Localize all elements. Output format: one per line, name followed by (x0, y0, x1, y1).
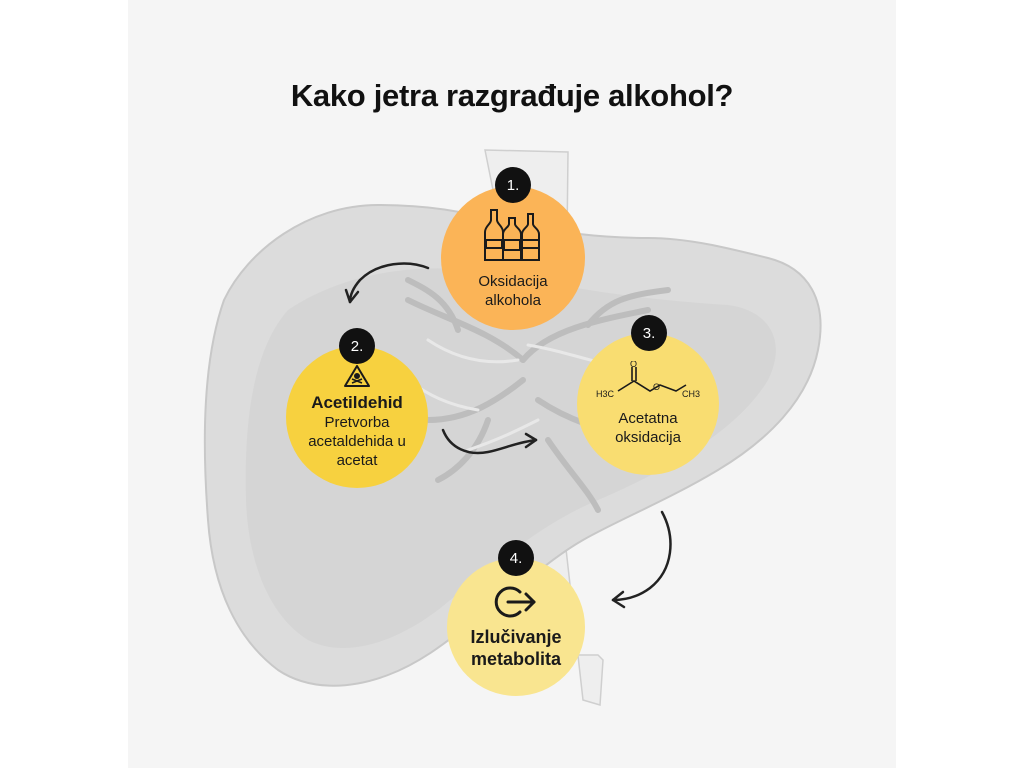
diagram-panel: Kako jetra razgrađuje alkohol? (128, 0, 896, 768)
step-3-badge: 3. (631, 315, 667, 351)
ethyl-acetate-molecule-icon: H3C O O CH3 (596, 361, 700, 399)
step-2-badge: 2. (339, 328, 375, 364)
step-4-circle: Izlučivanje metabolita (447, 558, 585, 696)
formula-right: CH3 (682, 389, 700, 399)
exit-arrow-icon (494, 586, 536, 618)
step-1-badge: 1. (495, 167, 531, 203)
step-4-heading-line2: metabolita (470, 649, 562, 669)
toxic-warning-icon (344, 365, 370, 387)
step-2-heading: Acetildehid (311, 393, 403, 412)
step-4-badge: 4. (498, 540, 534, 576)
step-2-circle: Acetildehid Pretvorba acetaldehida u ace… (286, 346, 428, 488)
bottles-icon (484, 209, 540, 261)
formula-oxygen-single: O (653, 382, 660, 392)
formula-left: H3C (596, 389, 615, 399)
step-2-label-line1: Pretvorba (324, 414, 390, 431)
step-1-label-line2: alkohola (485, 292, 541, 309)
step-3-label-line1: Acetatna (618, 410, 678, 427)
step-3-label-line2: oksidacija (615, 429, 681, 446)
formula-oxygen-double: O (630, 361, 637, 369)
step-1-circle: Oksidacija alkohola (441, 186, 585, 330)
step-1-label-line1: Oksidacija (478, 273, 548, 290)
flow-arrows (344, 262, 672, 609)
step-2-label-line3: acetat (336, 452, 378, 469)
step-4-heading-line1: Izlučivanje (470, 627, 562, 647)
step-2-label-line2: acetaldehida u (308, 433, 406, 450)
step-3-circle: H3C O O CH3 Acetatna oksidacija (577, 333, 719, 475)
diagram-title: Kako jetra razgrađuje alkohol? (290, 78, 734, 113)
